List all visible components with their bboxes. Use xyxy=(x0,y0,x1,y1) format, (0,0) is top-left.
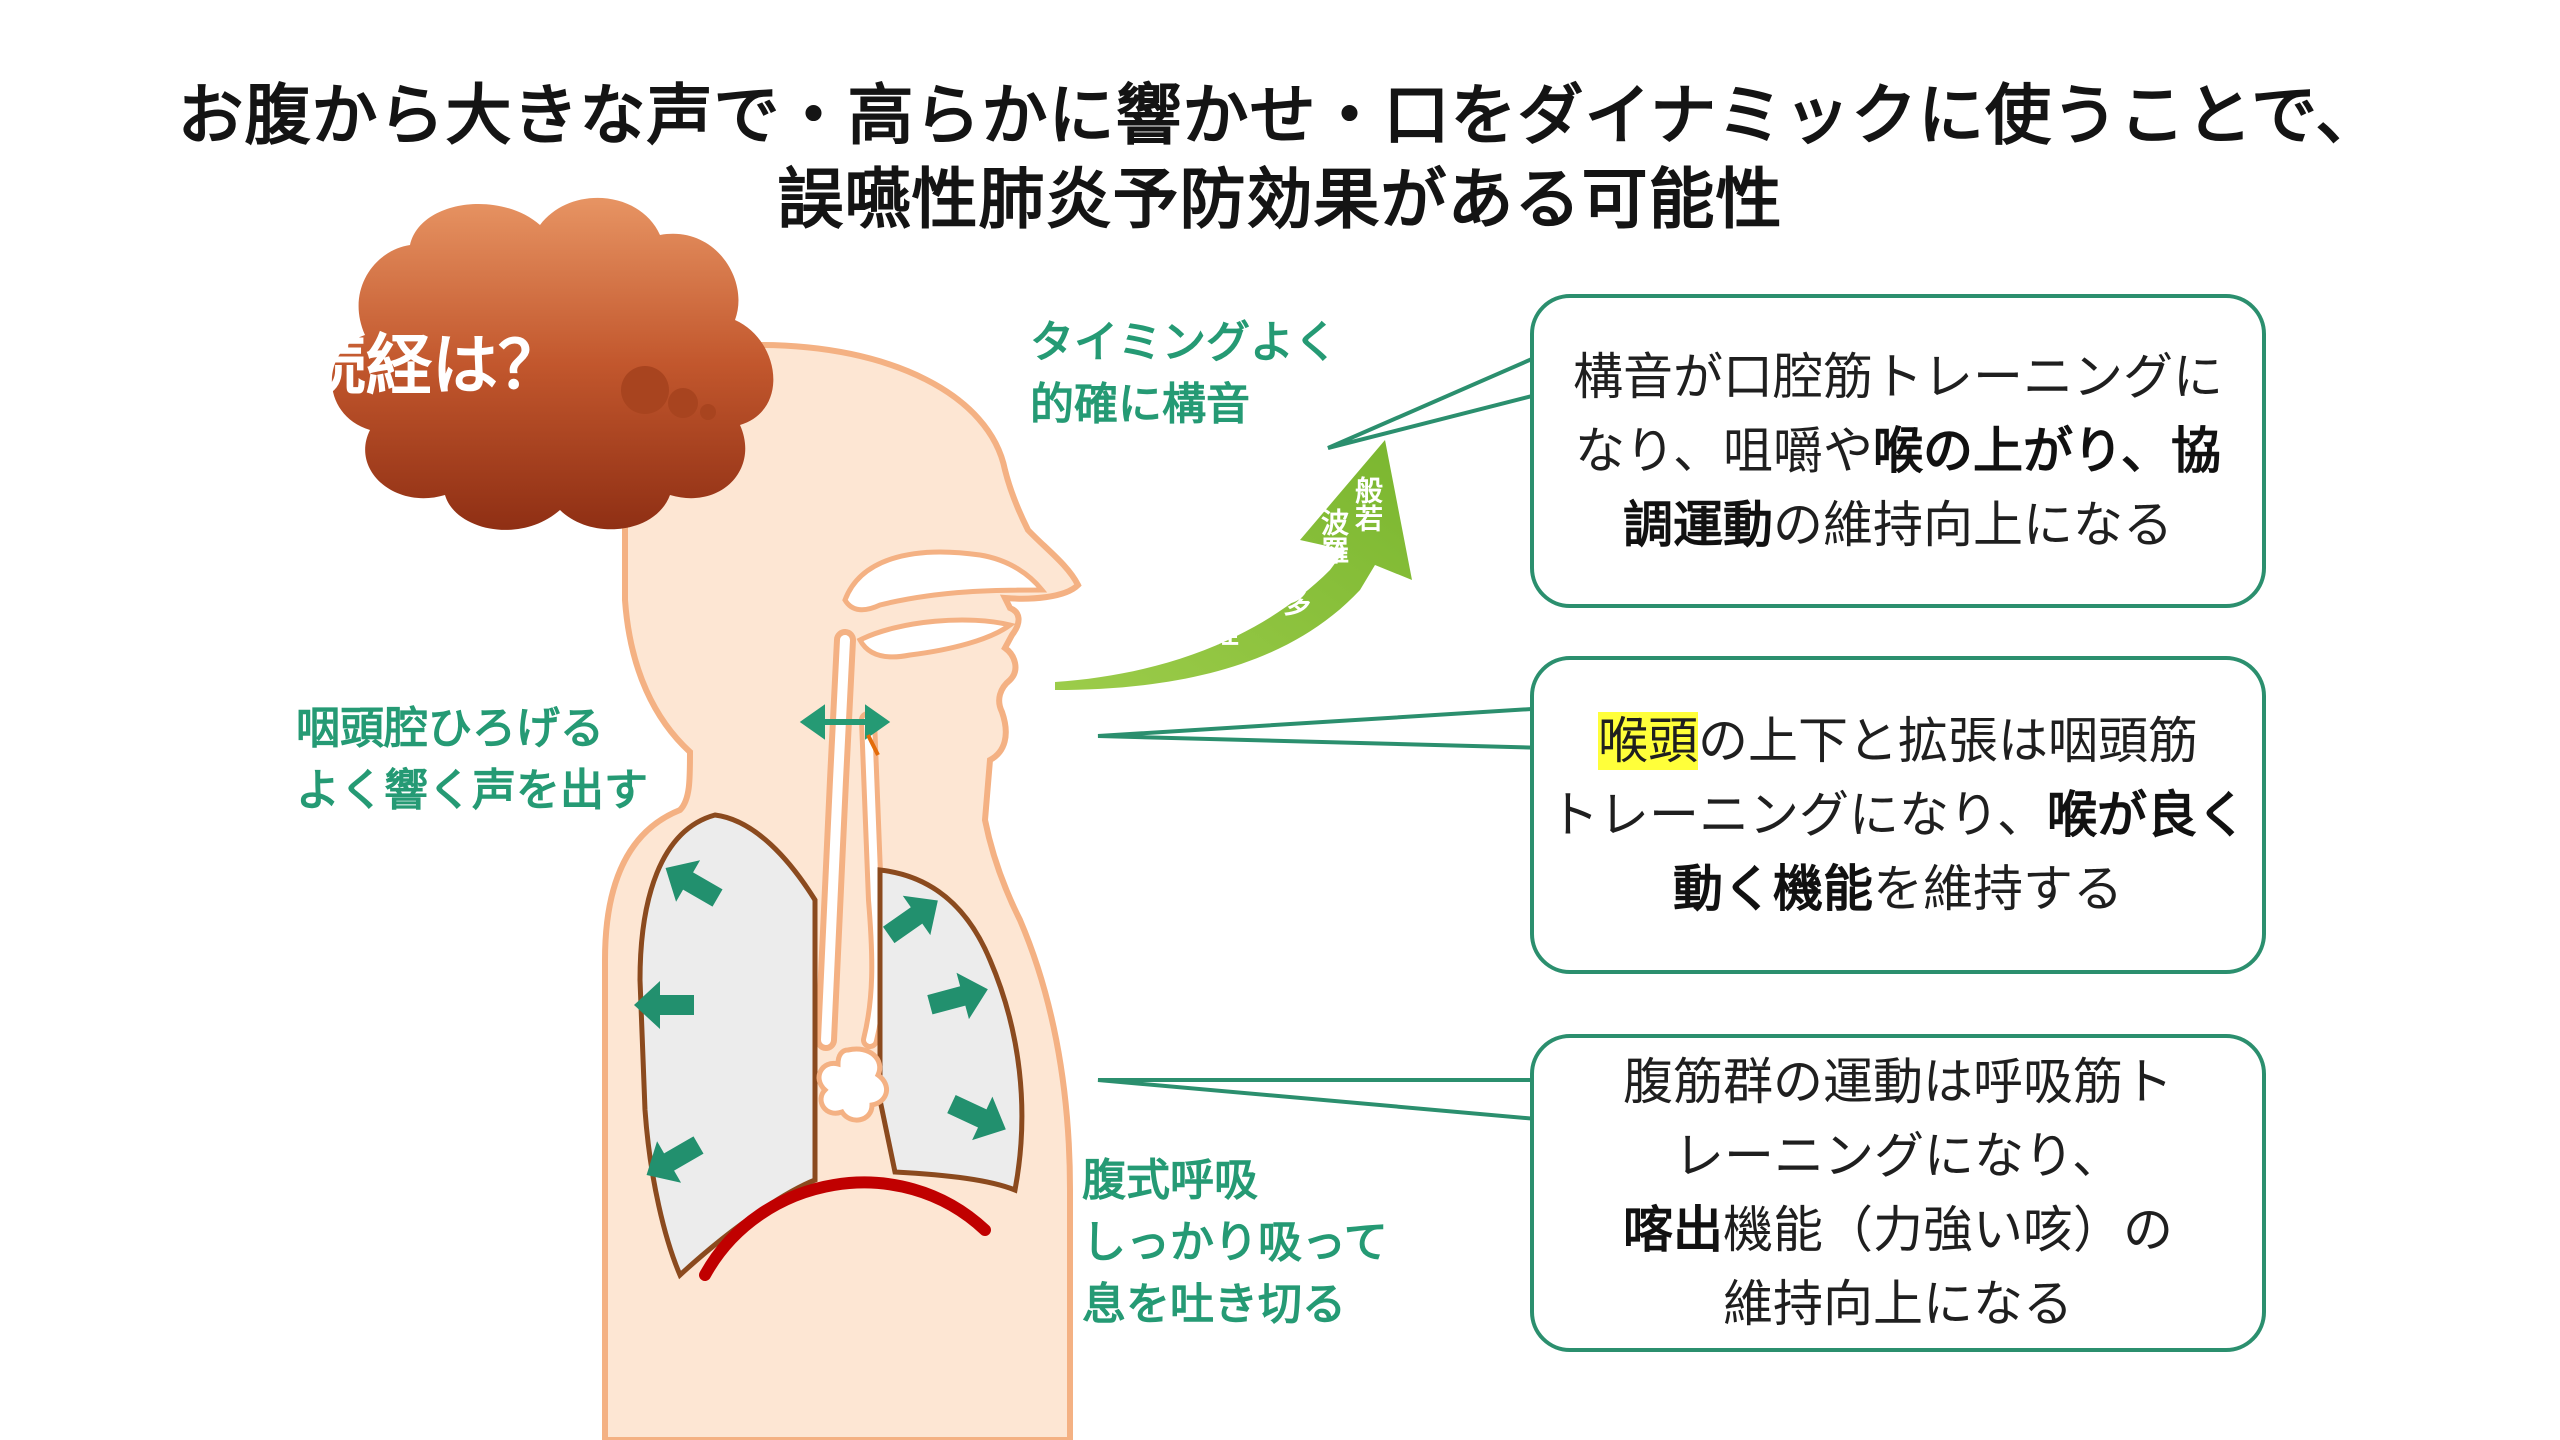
label-abdominal: 腹式呼吸 しっかり吸って 息を吐き切る xyxy=(1082,1150,1388,1336)
arrow-icon xyxy=(646,1136,704,1183)
box-line: 維持向上になる xyxy=(1723,1275,2073,1333)
box-text: の上下と拡張は咽頭筋 xyxy=(1698,712,2198,770)
box-text-bold: 喉の上がり、協 xyxy=(1873,422,2221,480)
label-timing-line1: タイミングよく xyxy=(1030,317,1338,368)
callout-pointer-articulation xyxy=(1327,348,1550,450)
label-timing: タイミングよく 的確に構音 xyxy=(1030,312,1338,436)
lung-expand-arrows xyxy=(634,860,1006,1183)
box-text: トレーニングになり、 xyxy=(1549,786,2047,844)
box-line: トレーニングになり、喉が良く xyxy=(1534,778,2262,852)
page-title-line1: お腹から大きな声で・高らかに響かせ・口をダイナミックに使うことで、 xyxy=(177,77,2383,154)
arrow-icon xyxy=(947,1094,1006,1141)
box-text: を維持する xyxy=(1873,860,2123,918)
nasal-cavity xyxy=(842,549,1048,613)
sutra-char: 心 xyxy=(1243,588,1276,616)
label-timing-line2: 的確に構音 xyxy=(1030,379,1250,430)
thought-bubble-large xyxy=(621,366,669,414)
larynx-marker xyxy=(866,734,880,756)
box-line: 腹筋群の運動は呼吸筋ト xyxy=(1623,1053,2173,1111)
page-title-line2: 誤嚥性肺炎予防効果がある可能性 xyxy=(777,161,1783,238)
label-abdominal-line3: 息を吐き切る xyxy=(1082,1279,1346,1330)
box-line: 動く機能を維持する xyxy=(1534,852,2262,926)
box-line: なり、咀嚼や喉の上がり、協 xyxy=(1534,414,2262,488)
callout-box-abdominal: 腹筋群の運動は呼吸筋ト レーニングになり、 喀出機能（力強い咳）の 維持向上にな… xyxy=(1530,1034,2266,1352)
label-pharynx-line1: 咽頭腔ひろげる xyxy=(296,703,604,754)
sutra-char: 蜜多 xyxy=(1279,560,1312,616)
box-text-bold: 調運動 xyxy=(1623,496,1773,554)
box-text: 機能（力強い咳）の xyxy=(1723,1201,2173,1259)
label-pharynx-line2: よく響く声を出す xyxy=(296,765,648,816)
box-text-bold: 喀出 xyxy=(1623,1201,1723,1259)
callout-box-articulation: 構音が口腔筋トレーニングに なり、咀嚼や喉の上がり、協 調運動の維持向上になる xyxy=(1530,294,2266,608)
arrow-icon xyxy=(634,981,694,1029)
box-line: 喉頭の上下と拡張は咽頭筋 xyxy=(1534,704,2262,778)
arrow-icon xyxy=(665,860,723,907)
box-line: 構音が口腔筋トレーニングに xyxy=(1573,348,2223,406)
box-text-bold: 喉が良く xyxy=(2047,786,2247,844)
thought-bubble-medium xyxy=(668,388,698,418)
label-abdominal-line1: 腹式呼吸 xyxy=(1082,1155,1258,1206)
box-line: 喀出機能（力強い咳）の xyxy=(1534,1193,2262,1267)
callout-pointer-abdominal xyxy=(1097,1078,1550,1123)
box-text: なり、咀嚼や xyxy=(1575,422,1873,480)
voice-arrow xyxy=(1055,440,1412,690)
pharynx-expand-icon xyxy=(799,704,891,740)
box-line: レーニングになり、 xyxy=(1674,1127,2122,1185)
bronchi xyxy=(816,1046,889,1123)
sutra-char: 経 xyxy=(1207,618,1240,646)
callout-pointer-larynx xyxy=(1097,705,1550,751)
box-text-bold: 動く機能 xyxy=(1673,860,1873,918)
sutra-char: 波羅 xyxy=(1317,508,1350,564)
highlight-larynx: 喉頭 xyxy=(1598,712,1698,770)
box-line: 調運動の維持向上になる xyxy=(1534,488,2262,562)
thought-cloud xyxy=(331,197,774,530)
box-text: の維持向上になる xyxy=(1773,496,2173,554)
arrow-icon xyxy=(882,895,938,944)
trachea-inner xyxy=(821,635,850,1045)
diaphragm xyxy=(699,1176,991,1281)
callout-box-larynx: 喉頭の上下と拡張は咽頭筋 トレーニングになり、喉が良く 動く機能を維持する xyxy=(1530,656,2266,974)
label-abdominal-line2: しっかり吸って xyxy=(1082,1217,1388,1268)
callout-pointers xyxy=(1097,348,1550,1123)
arrow-icon xyxy=(927,972,988,1020)
cloud-label: 読経は？ xyxy=(300,327,564,404)
sutra-char: 般若 xyxy=(1351,476,1384,532)
oral-cavity xyxy=(856,617,1016,660)
label-pharynx: 咽頭腔ひろげる よく響く声を出す xyxy=(296,698,648,822)
thought-bubble-small xyxy=(700,404,716,420)
